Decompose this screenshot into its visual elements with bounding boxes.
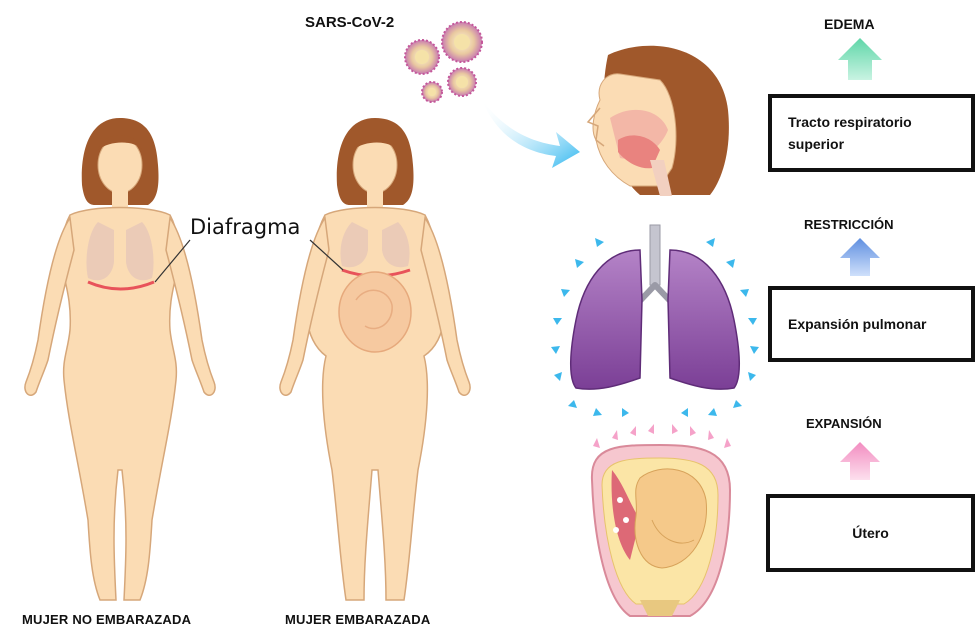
uterus-text: Útero xyxy=(852,525,889,541)
virus-icon xyxy=(442,22,482,62)
caption-non-pregnant: MUJER NO EMBARAZADA xyxy=(22,612,191,627)
infection-arrow-icon xyxy=(482,100,580,168)
lungs-illustration xyxy=(551,225,759,417)
virus-icon xyxy=(422,82,442,102)
respiratory-tract-text: Tracto respiratorio superior xyxy=(788,111,955,155)
lung-expansion-text: Expansión pulmonar xyxy=(788,316,926,332)
respiratory-tract-box: Tracto respiratorio superior xyxy=(768,94,975,172)
edema-arrow-icon xyxy=(838,38,882,80)
virus-icon xyxy=(405,40,439,74)
expansion-arrow-icon xyxy=(840,442,880,480)
virus-label: SARS-CoV-2 xyxy=(305,14,394,31)
expansion-label: EXPANSIÓN xyxy=(806,416,882,431)
diaphragm-label: Diafragma xyxy=(190,215,300,239)
uterus-box: Útero xyxy=(766,494,975,572)
virus-particles xyxy=(405,22,482,102)
uterus-illustration xyxy=(592,424,731,616)
lung-expansion-box: Expansión pulmonar xyxy=(768,286,975,362)
edema-label: EDEMA xyxy=(824,16,875,32)
virus-icon xyxy=(448,68,476,96)
restriction-arrow-icon xyxy=(840,238,880,276)
non-pregnant-woman-figure xyxy=(25,118,215,600)
pregnant-woman-figure xyxy=(280,118,470,600)
caption-pregnant: MUJER EMBARAZADA xyxy=(285,612,430,627)
head-cross-section xyxy=(588,46,729,196)
restriction-label: RESTRICCIÓN xyxy=(804,217,894,232)
